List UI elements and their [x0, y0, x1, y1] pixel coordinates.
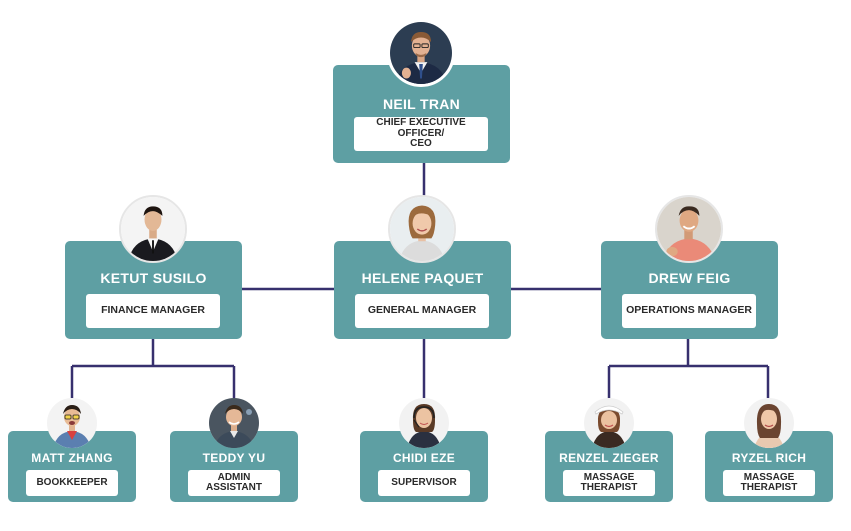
manager-title-finance: FINANCE MANAGER — [86, 294, 220, 328]
person-portrait-icon — [657, 197, 721, 261]
ceo-name: NEIL TRAN — [382, 96, 461, 112]
avatar-teddy-yu — [209, 398, 259, 448]
manager-name-general: HELENE PAQUET — [361, 270, 484, 286]
staff-title-chidi: SUPERVISOR — [378, 470, 470, 496]
person-portrait-icon — [390, 22, 452, 84]
staff-name-matt: MATT ZHANG — [31, 451, 113, 465]
card-helene-paquet: HELENE PAQUET GENERAL MANAGER — [334, 195, 511, 339]
person-portrait-icon — [399, 398, 449, 448]
staff-title-matt: BOOKKEEPER — [26, 470, 118, 496]
card-chidi-eze: CHIDI EZE SUPERVISOR — [360, 398, 488, 502]
avatar-ceo — [387, 19, 455, 87]
person-portrait-icon — [121, 197, 185, 261]
staff-name-teddy: TEDDY YU — [202, 451, 266, 465]
person-portrait-icon — [744, 398, 794, 448]
card-teddy-yu: TEDDY YU ADMIN ASSISTANT — [170, 398, 298, 502]
manager-name-operations: DREW FEIG — [648, 270, 731, 286]
person-portrait-icon — [47, 398, 97, 448]
avatar-drew-feig — [655, 195, 723, 263]
ceo-title: CHIEF EXECUTIVE OFFICER/ CEO — [354, 117, 488, 151]
card-ceo: NEIL TRAN CHIEF EXECUTIVE OFFICER/ CEO — [333, 19, 510, 163]
avatar-chidi-eze — [399, 398, 449, 448]
card-ryzel-rich: RYZEL RICH MASSAGE THERAPIST — [705, 398, 833, 502]
manager-title-operations: OPERATIONS MANAGER — [622, 294, 756, 328]
staff-name-renzel: RENZEL ZIEGER — [559, 451, 659, 465]
avatar-renzel-zieger — [584, 398, 634, 448]
card-matt-zhang: MATT ZHANG BOOKKEEPER — [8, 398, 136, 502]
staff-title-teddy: ADMIN ASSISTANT — [188, 470, 280, 496]
staff-title-renzel: MASSAGE THERAPIST — [563, 470, 655, 496]
card-ketut-susilo: KETUT SUSILO FINANCE MANAGER — [65, 195, 242, 339]
manager-title-general: GENERAL MANAGER — [355, 294, 489, 328]
staff-name-chidi: CHIDI EZE — [392, 451, 456, 465]
card-renzel-zieger: RENZEL ZIEGER MASSAGE THERAPIST — [545, 398, 673, 502]
avatar-ryzel-rich — [744, 398, 794, 448]
staff-title-ryzel: MASSAGE THERAPIST — [723, 470, 815, 496]
avatar-ketut-susilo — [119, 195, 187, 263]
avatar-helene-paquet — [388, 195, 456, 263]
staff-name-ryzel: RYZEL RICH — [731, 451, 807, 465]
avatar-matt-zhang — [47, 398, 97, 448]
person-portrait-icon — [390, 197, 454, 261]
card-drew-feig: DREW FEIG OPERATIONS MANAGER — [601, 195, 778, 339]
person-portrait-icon — [584, 398, 634, 448]
manager-name-finance: KETUT SUSILO — [100, 270, 207, 286]
person-portrait-icon — [209, 398, 259, 448]
